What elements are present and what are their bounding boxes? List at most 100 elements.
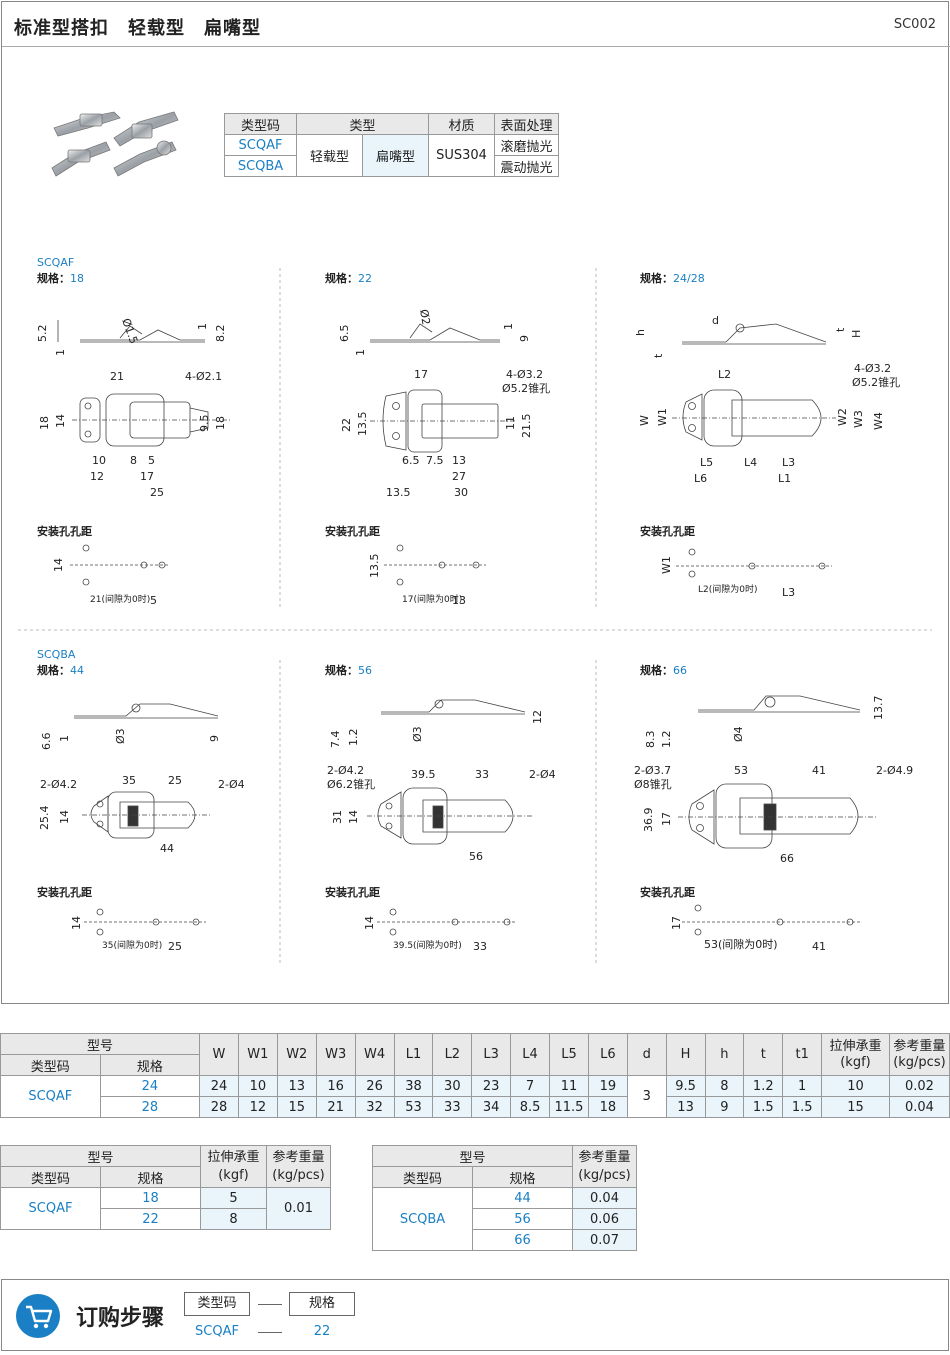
dim-text: 13.5	[386, 486, 411, 499]
dim-text: 17	[140, 470, 154, 483]
dim-text: 33	[475, 768, 489, 781]
top-view	[678, 783, 876, 849]
dims-weight-header: 参考重量(kg/pcs)	[888, 1033, 950, 1076]
dims-col-header: L5	[549, 1033, 589, 1076]
dims-value-cell: 12	[237, 1096, 278, 1118]
type-table: 类型码 类型 材质 表面处理 SCQAF 轻载型 扁嘴型 SUS304 滚磨抛光…	[224, 113, 559, 177]
dims-weight-cell: 0.02	[888, 1075, 950, 1097]
side-view	[381, 699, 526, 715]
t3-weight-header: 参考重量(kg/pcs)	[572, 1145, 637, 1188]
type-code-cell: SCQAF	[224, 134, 297, 156]
t3-weight-cell: 0.07	[572, 1229, 637, 1251]
t3-spec-cell: 66	[472, 1229, 573, 1251]
top-view	[367, 787, 533, 845]
dims-col-header: L2	[432, 1033, 473, 1076]
dim-text: W	[638, 415, 651, 426]
install-label-56: 安装孔孔距	[325, 886, 380, 899]
install-pattern	[70, 544, 170, 586]
dim-text: 14	[54, 414, 67, 428]
drawing-spec-18: 5.2 1 Ø1.5 1 8.2 21 4-Ø2.1 18 14 9.5 18 …	[36, 317, 230, 607]
dim-text: 8.3	[644, 731, 657, 749]
dims-value-cell: 26	[354, 1075, 395, 1097]
side-view	[698, 695, 861, 713]
dim-text: 18	[214, 416, 227, 430]
dim-text: h	[636, 329, 647, 336]
t2-spec-cell: 18	[100, 1187, 201, 1209]
dims-value-cell: 11.5	[549, 1096, 589, 1118]
dimension-table: 型号 W W1 W2 W3 W4 L1 L2 L3 L4 L5 L6 d H h…	[0, 1033, 950, 1118]
t2-weight-cell: 0.01	[266, 1187, 331, 1230]
latch-photo-1	[53, 111, 121, 137]
cart-icon	[16, 1294, 60, 1338]
dim-text: Ø3	[411, 726, 424, 742]
scqba-weight-table: 型号 参考重量(kg/pcs) 类型码 规格 SCQBA 44 0.04 56 …	[372, 1145, 637, 1251]
dims-col-header: H	[665, 1033, 706, 1076]
t2-sub-header: 类型码	[0, 1166, 101, 1188]
dim-text: L1	[778, 472, 791, 485]
dim-text: 1.2	[347, 729, 360, 747]
spec-label-24-28: 规格：24/28	[640, 272, 705, 285]
dim-text: 4-Ø2.1	[185, 370, 222, 383]
dim-text: W4	[872, 412, 885, 430]
dim-text: 1	[502, 323, 515, 330]
dim-text: 44	[160, 842, 174, 855]
dims-col-header: L6	[587, 1033, 628, 1076]
dim-text: 25	[150, 486, 164, 499]
dim-text: Ø5.2锥孔	[852, 376, 900, 389]
dims-spec-cell: 28	[99, 1096, 201, 1118]
dim-text: 35(间隙为0时)	[102, 939, 162, 951]
dim-text: L4	[744, 456, 757, 469]
dims-d-cell: 3	[626, 1075, 667, 1118]
dims-load-cell: 15	[821, 1096, 890, 1118]
dim-text: 66	[780, 852, 794, 865]
t2-group-header: 型号	[0, 1145, 201, 1167]
section-code-scqba: SCQBA	[37, 648, 76, 661]
side-view	[682, 323, 827, 345]
dims-col-header: L1	[393, 1033, 434, 1076]
dim-text: L6	[694, 472, 707, 485]
page-code: SC002	[893, 17, 936, 32]
dim-text: 17	[670, 916, 683, 930]
dim-text: 5	[148, 454, 155, 467]
dim-text: 36.9	[642, 808, 655, 833]
dims-value-cell: 16	[315, 1075, 356, 1097]
dims-col-header: d	[626, 1033, 667, 1076]
latch-photo-2	[113, 111, 179, 147]
install-label-24: 安装孔孔距	[640, 525, 695, 538]
dim-text: 13	[452, 454, 466, 467]
dim-text: 1	[354, 349, 367, 356]
dim-text: 1	[196, 323, 209, 330]
product-photo	[51, 111, 179, 177]
dim-text: L2(间隙为0时)	[698, 583, 758, 595]
dims-value-cell: 13	[665, 1096, 706, 1118]
dims-code-cell: SCQAF	[0, 1075, 101, 1118]
dim-text: Ø5.2锥孔	[502, 382, 550, 395]
install-label-44: 安装孔孔距	[37, 886, 92, 899]
dims-value-cell: 53	[393, 1096, 434, 1118]
dims-col-header: L3	[471, 1033, 512, 1076]
dim-text: 2-Ø4	[218, 778, 245, 791]
dim-text: 1	[54, 349, 67, 356]
install-label-66: 安装孔孔距	[640, 886, 695, 899]
dims-col-header: t	[743, 1033, 784, 1076]
order-title: 订购步骤	[76, 1306, 165, 1331]
t3-group-header: 型号	[372, 1145, 573, 1167]
dims-value-cell: 8	[704, 1075, 745, 1097]
dim-text: t	[834, 327, 847, 332]
dims-col-header: L4	[510, 1033, 550, 1076]
dim-text: L5	[700, 456, 713, 469]
dims-sub-header: 类型码	[0, 1054, 101, 1076]
order-dash	[258, 1304, 282, 1305]
dim-text: 21.5	[520, 414, 533, 439]
dim-text: W3	[852, 410, 865, 428]
dim-text: 39.5	[411, 768, 436, 781]
dim-text: 2-Ø4	[529, 768, 556, 781]
dims-col-header: W4	[354, 1033, 395, 1076]
dim-text: 6.5	[402, 454, 420, 467]
dims-value-cell: 1.2	[743, 1075, 784, 1097]
top-view	[72, 393, 230, 447]
dim-text: 25.4	[38, 806, 51, 831]
dim-text: Ø3	[114, 728, 127, 744]
dim-text: 2-Ø3.7	[634, 764, 671, 777]
dim-text: 7.5	[426, 454, 444, 467]
